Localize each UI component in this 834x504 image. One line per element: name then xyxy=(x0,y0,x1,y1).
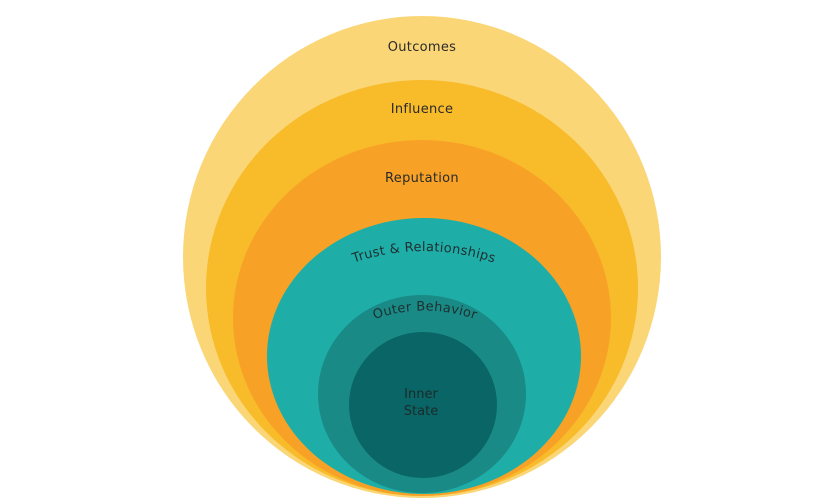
label-inner-state-line2: State xyxy=(404,404,438,419)
label-outcomes: Outcomes xyxy=(388,40,457,55)
label-influence: Influence xyxy=(391,102,454,117)
label-inner-state-line1: Inner xyxy=(404,387,438,402)
label-reputation: Reputation xyxy=(385,171,459,186)
ring-inner-state xyxy=(349,332,497,478)
